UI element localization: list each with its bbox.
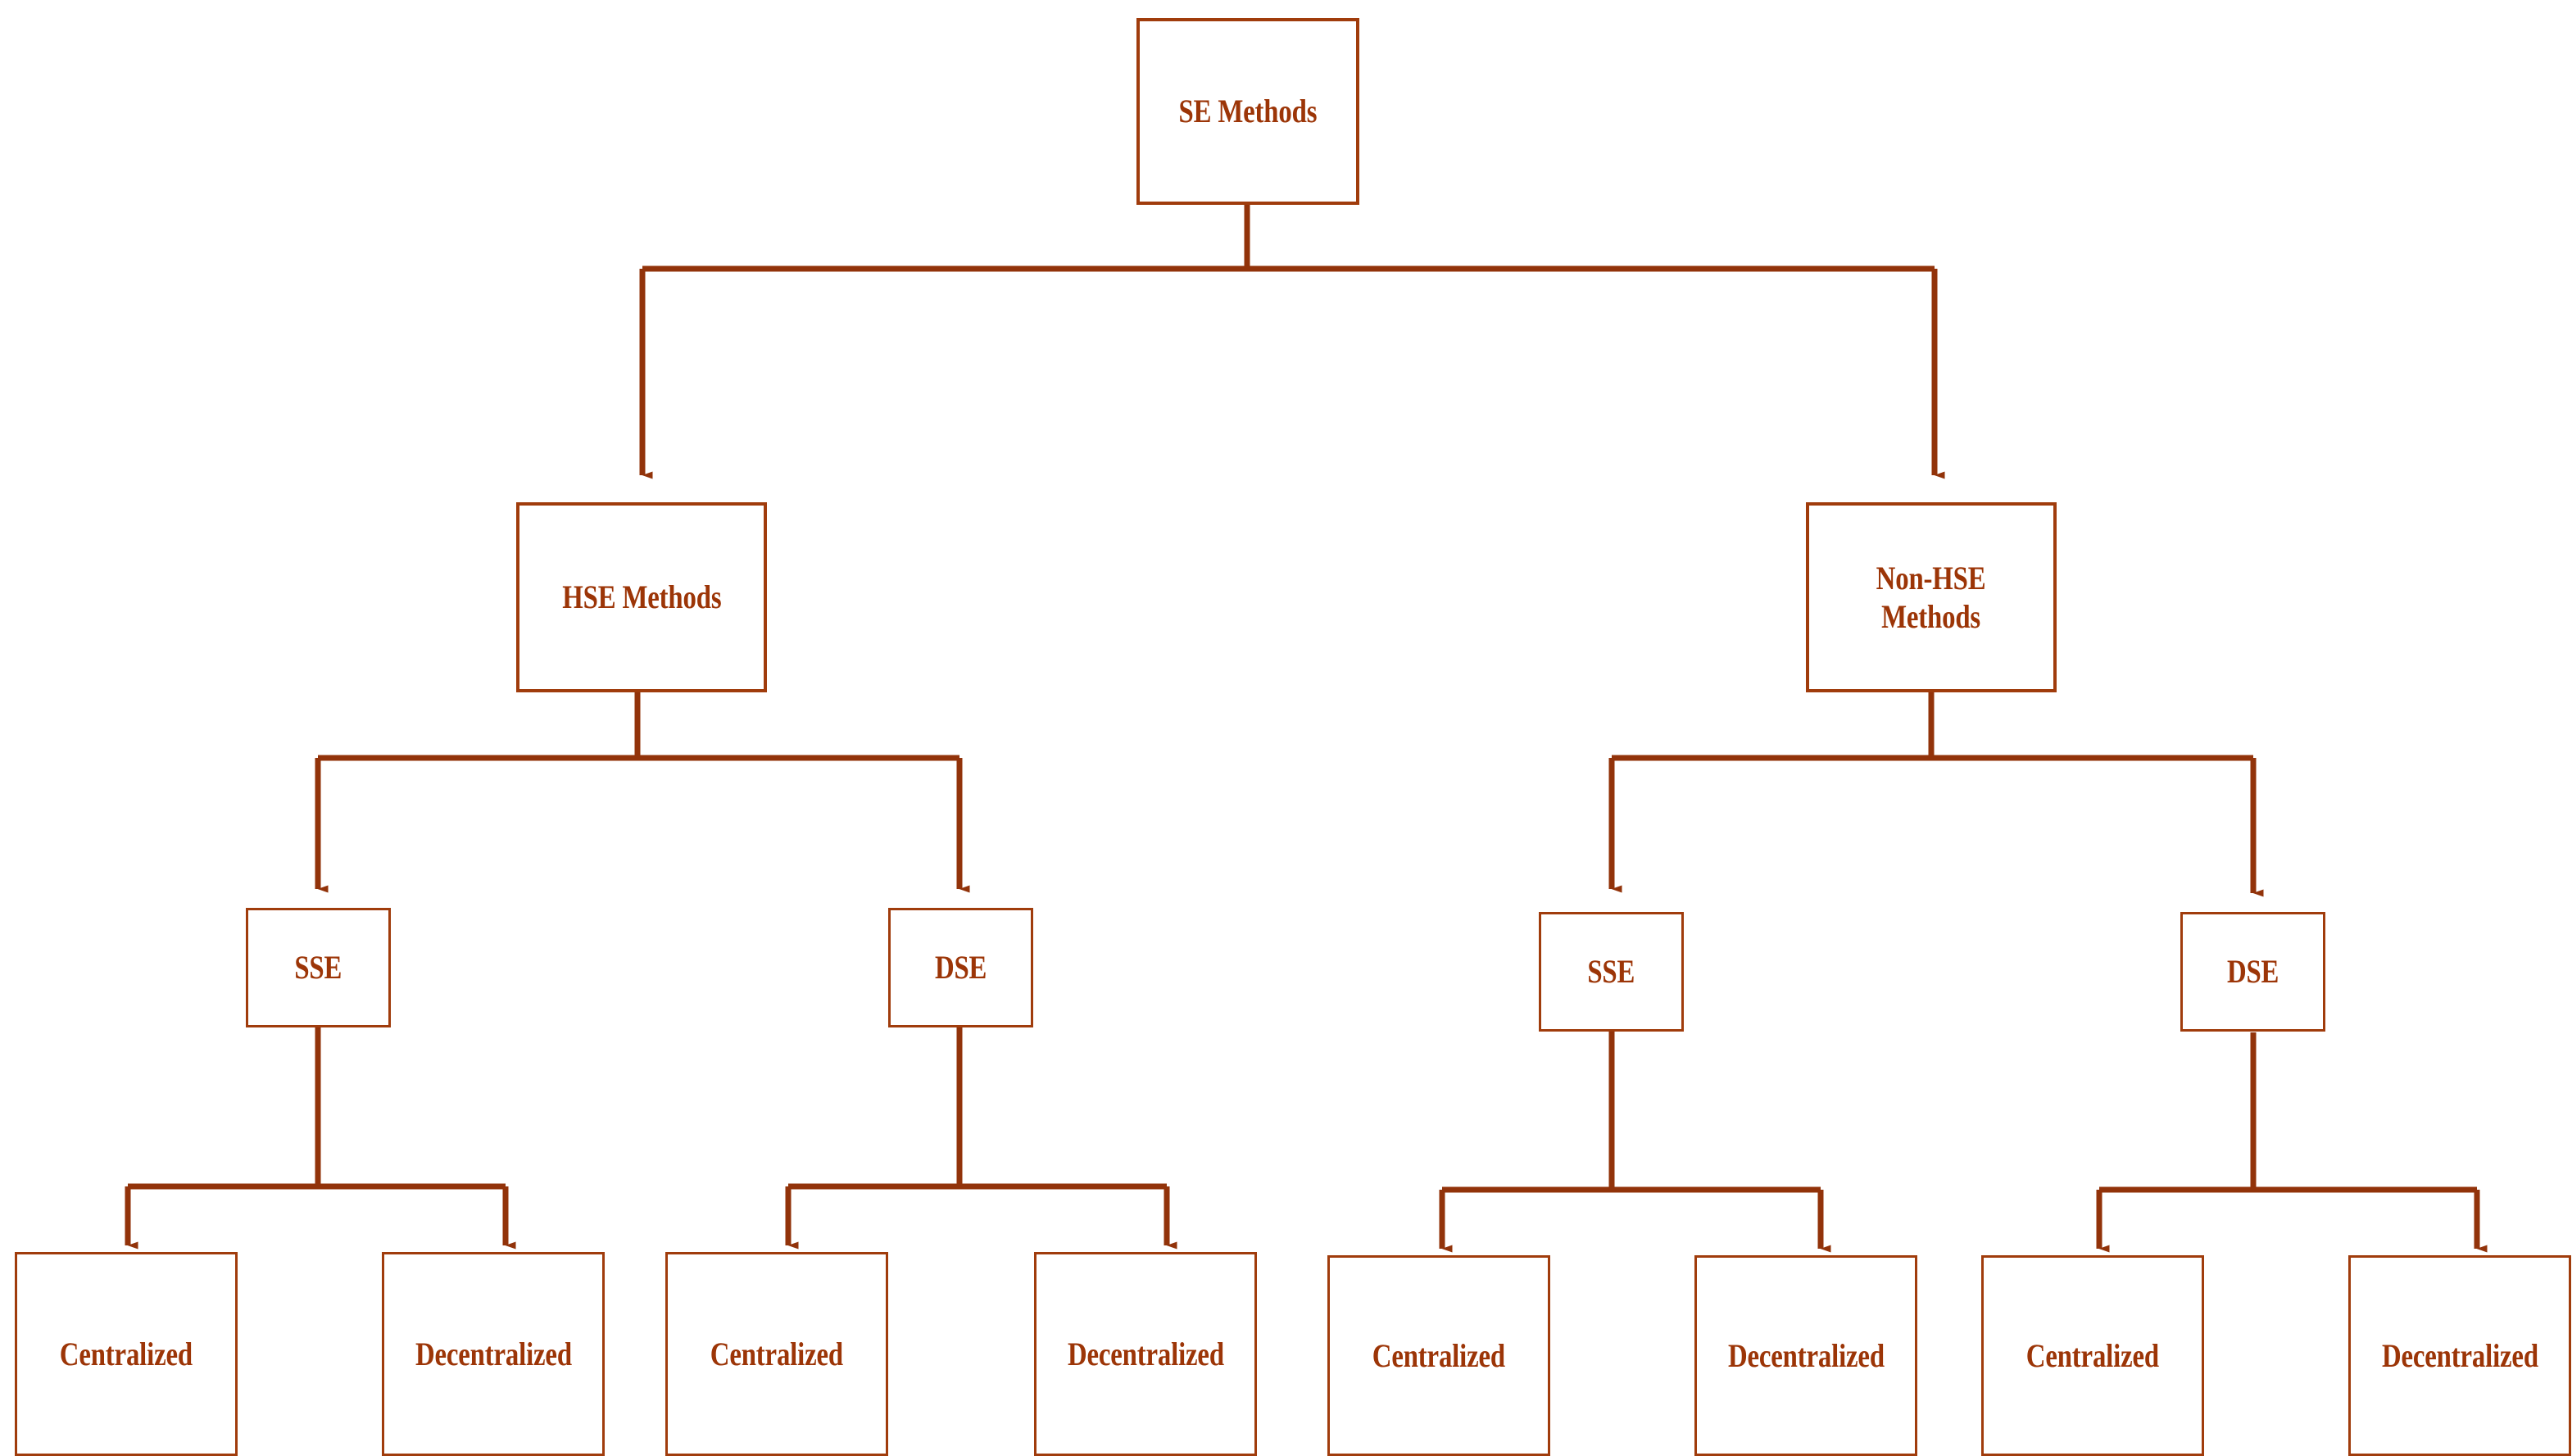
node-hse-dse[interactable]: DSE [888,908,1033,1027]
node-label: Decentralized [1067,1335,1224,1372]
edge-group-root [639,203,1945,479]
edge-group-dse-right [2096,1032,2488,1253]
node-label: SE Methods [1178,93,1318,130]
edge-group-dse-left [785,1027,1177,1250]
node-label: DSE [934,949,987,987]
node-se-methods[interactable]: SE Methods [1136,18,1359,205]
edge-group-hse [315,691,970,893]
node-label: HSE Methods [561,578,722,616]
node-leaf-centralized-3[interactable]: Centralized [1327,1255,1550,1456]
node-label: Centralized [710,1335,844,1372]
node-non-hse-sse[interactable]: SSE [1539,912,1684,1032]
node-leaf-decentralized-2[interactable]: Decentralized [1034,1252,1257,1456]
node-leaf-centralized-2[interactable]: Centralized [665,1252,888,1456]
node-leaf-decentralized-3[interactable]: Decentralized [1694,1255,1917,1456]
node-label: Centralized [2025,1336,2160,1374]
node-leaf-decentralized-4[interactable]: Decentralized [2348,1255,2571,1456]
node-leaf-decentralized-1[interactable]: Decentralized [382,1252,605,1456]
node-hse-sse[interactable]: SSE [246,908,391,1027]
node-label: Centralized [1372,1336,1506,1374]
node-label: Decentralized [2381,1336,2538,1374]
edge-group-sse-right [1439,1027,1831,1253]
node-label: SSE [1587,953,1635,991]
node-leaf-centralized-4[interactable]: Centralized [1981,1255,2204,1456]
edge-group-sse-left [125,1027,516,1250]
node-hse-methods[interactable]: HSE Methods [516,502,767,692]
node-label: Centralized [59,1335,193,1372]
node-leaf-centralized-1[interactable]: Centralized [15,1252,238,1456]
node-non-hse-dse[interactable]: DSE [2180,912,2325,1032]
node-label: SSE [294,949,342,987]
node-non-hse-methods[interactable]: Non-HSE Methods [1806,502,2057,692]
node-label: Non-HSE Methods [1876,559,1986,635]
node-label: Decentralized [415,1335,572,1372]
edge-group-nonhse [1608,691,2264,897]
node-label: Decentralized [1727,1336,1885,1374]
node-label: DSE [2226,953,2279,991]
